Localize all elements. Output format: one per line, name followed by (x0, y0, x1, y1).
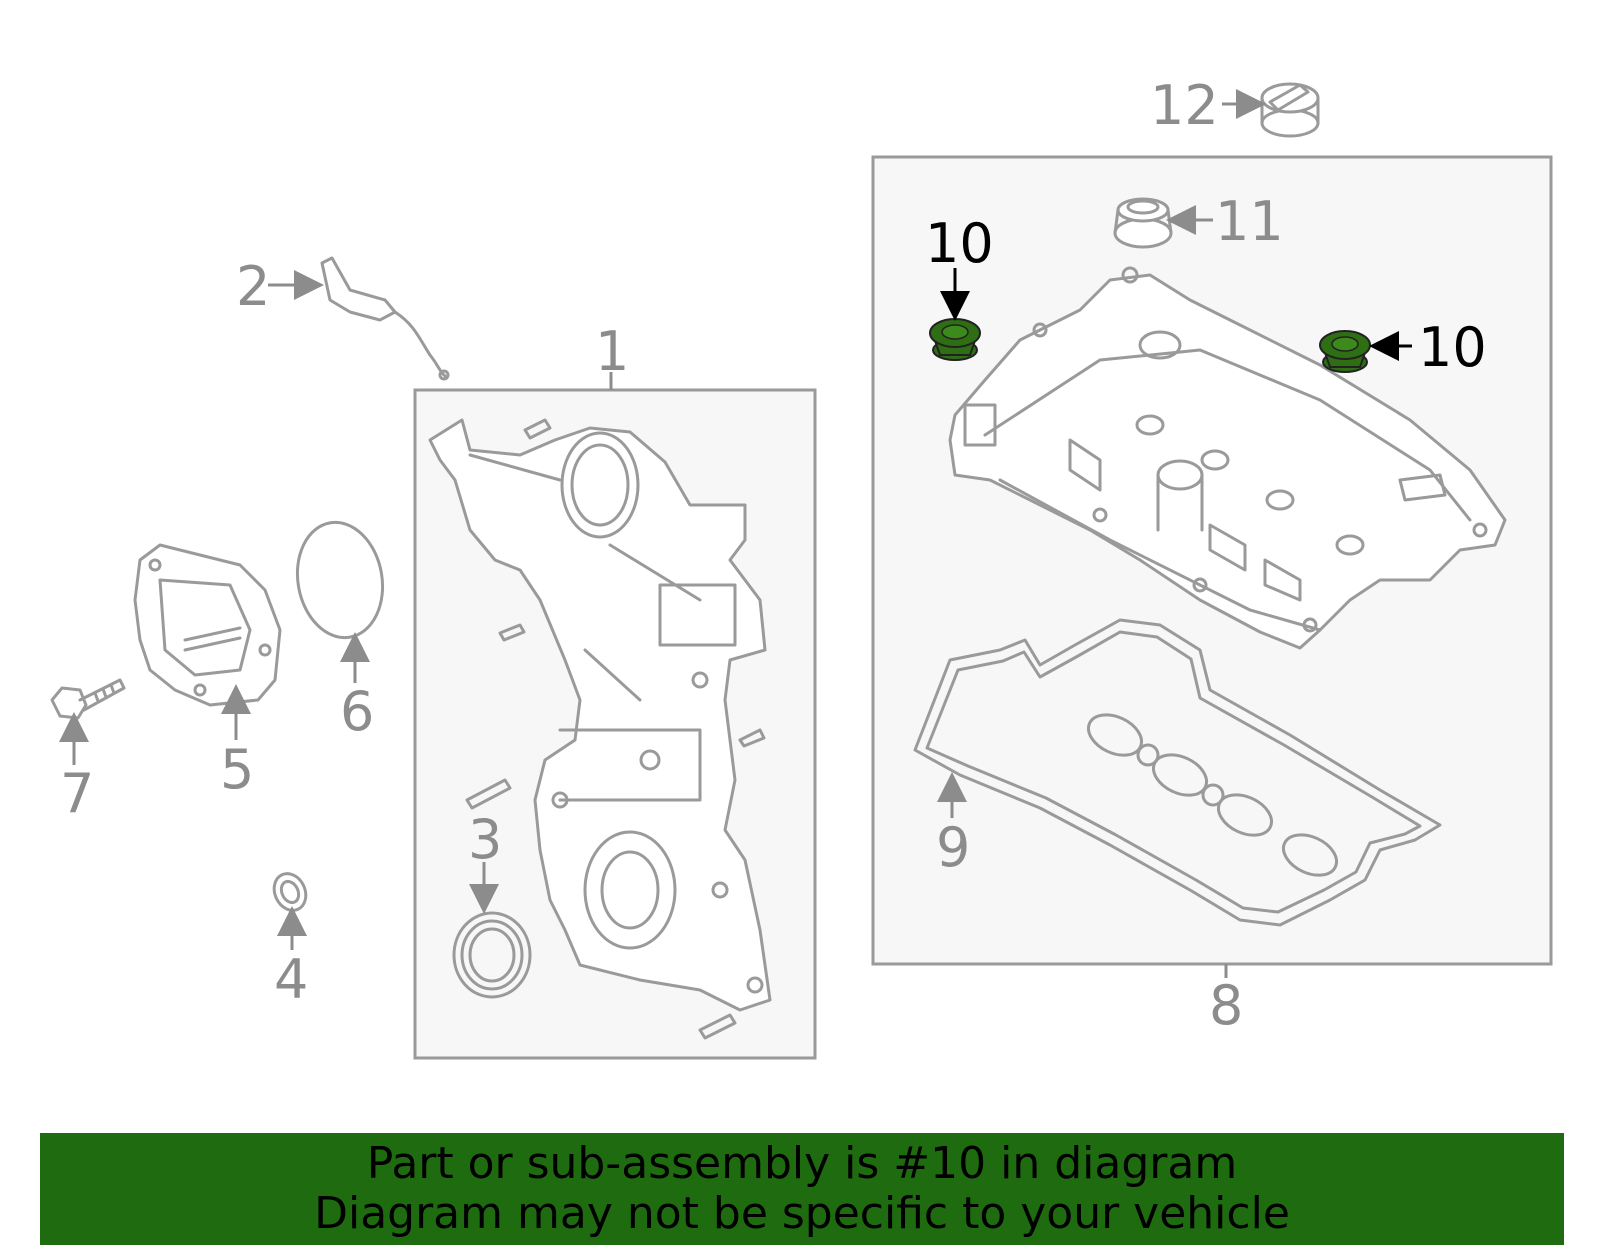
highlighted-part-10-right[interactable] (1319, 330, 1371, 373)
callout-2: 2 (236, 255, 270, 318)
pump-part (133, 543, 282, 707)
timing-cover-part (428, 418, 772, 1040)
callout-4: 4 (274, 948, 308, 1011)
oil-cap-part-12 (1260, 82, 1320, 138)
valve-cover-part (948, 266, 1507, 650)
gasket-part (913, 618, 1442, 927)
callout-5: 5 (220, 738, 254, 801)
front-seal-part (452, 911, 532, 999)
info-banner: Part or sub-assembly is #10 in diagram D… (40, 1133, 1564, 1245)
callout-1: 1 (595, 320, 629, 383)
callout-6: 6 (340, 680, 374, 743)
callout-3: 3 (468, 808, 502, 871)
washer-part (272, 872, 308, 912)
callout-9: 9 (936, 816, 970, 879)
bolt-part (50, 678, 126, 720)
callout-10-right: 10 (1418, 316, 1487, 379)
o-ring-part (295, 520, 385, 640)
callout-8: 8 (1209, 974, 1243, 1037)
banner-line-1: Part or sub-assembly is #10 in diagram (366, 1138, 1238, 1189)
banner-line-2: Diagram may not be specific to your vehi… (314, 1188, 1290, 1239)
callout-12: 12 (1150, 74, 1219, 137)
callout-7: 7 (60, 762, 94, 825)
highlighted-part-10-left[interactable] (929, 318, 981, 361)
sensor-part (320, 256, 450, 381)
callout-10-left: 10 (925, 212, 994, 275)
cap-part-11 (1113, 197, 1173, 249)
callout-11: 11 (1215, 190, 1284, 253)
